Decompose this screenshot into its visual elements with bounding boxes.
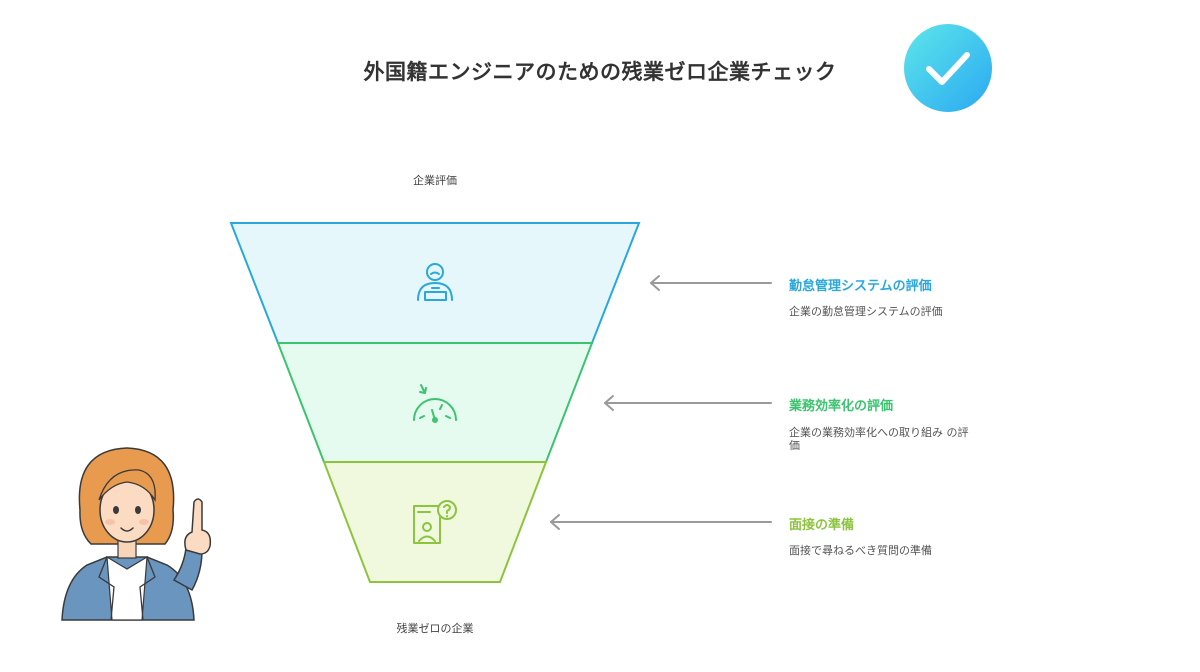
stage-3-title: 面接の準備 [789, 518, 855, 533]
arrow-stage-1 [650, 275, 772, 291]
interview-question-icon [413, 500, 457, 544]
speedometer-icon [413, 384, 457, 423]
funnel-bottom-label: 残業ゼロの企業 [396, 622, 474, 635]
stage-1-title: 勤怠管理システムの評価 [789, 279, 932, 294]
arrow-stage-2 [604, 395, 772, 411]
person-at-desk-icon [417, 263, 453, 301]
page-title: 外国籍エンジニアのための残業ゼロ企業チェック [363, 60, 837, 84]
funnel-stage-3 [322, 461, 548, 583]
checkmark-badge-icon [904, 24, 992, 112]
stage-1-description: 企業の勤怠管理システムの評価 [789, 305, 943, 318]
arrow-stage-3 [550, 514, 772, 530]
woman-pointing-illustration [61, 447, 212, 621]
funnel-stage-2 [276, 342, 594, 463]
stage-3-description: 面接で尋ねるべき質問の準備 [789, 544, 932, 557]
stage-2-description: 企業の業務効率化への取り組み の評価 [789, 426, 969, 452]
funnel-top-label: 企業評価 [413, 174, 457, 187]
stage-2-title: 業務効率化の評価 [789, 399, 894, 414]
